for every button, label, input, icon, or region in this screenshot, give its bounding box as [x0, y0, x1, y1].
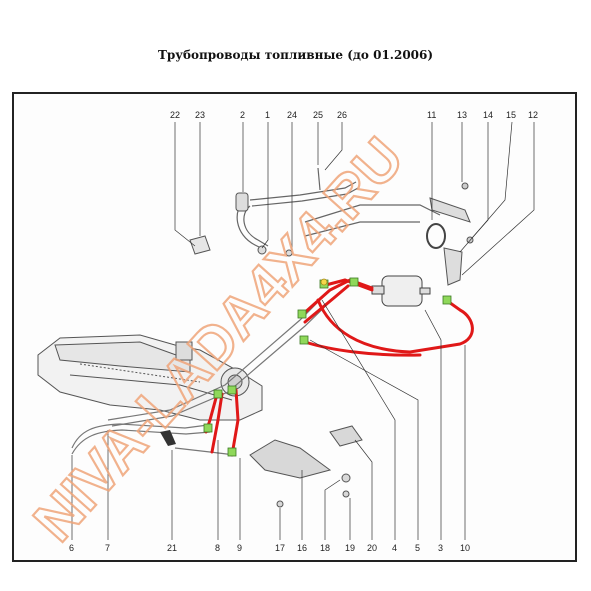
clamp-ring [426, 223, 446, 249]
callout-18: 18 [320, 543, 330, 553]
callout-2: 2 [240, 110, 245, 120]
bracket [429, 197, 471, 223]
callout-21: 21 [167, 543, 177, 553]
callouts-bottom: 6 7 21 8 9 17 16 18 19 20 4 5 3 10 [69, 543, 470, 553]
diagram-frame [12, 92, 577, 562]
fuel-filter [371, 275, 431, 307]
callout-1: 1 [265, 110, 270, 120]
callout-25: 25 [313, 110, 323, 120]
callout-5: 5 [415, 543, 420, 553]
callout-17: 17 [275, 543, 285, 553]
filter-clamp [160, 430, 176, 446]
filter-bracket [443, 247, 463, 286]
callout-3: 3 [438, 543, 443, 553]
upper-lines [236, 167, 441, 251]
callout-6: 6 [69, 543, 74, 553]
fittings [203, 277, 452, 457]
nut [461, 182, 469, 190]
callout-26: 26 [337, 110, 347, 120]
callout-10: 10 [460, 543, 470, 553]
bracket [189, 235, 211, 255]
hose-clamp [235, 192, 249, 212]
callout-13: 13 [457, 110, 467, 120]
callout-14: 14 [483, 110, 493, 120]
callout-19: 19 [345, 543, 355, 553]
callout-7: 7 [105, 543, 110, 553]
callout-leaders [71, 121, 535, 540]
callout-4: 4 [392, 543, 397, 553]
callout-11: 11 [427, 110, 436, 120]
callouts-top: 22 23 2 1 24 25 26 11 13 14 15 12 [170, 110, 538, 120]
callout-15: 15 [506, 110, 516, 120]
callout-24: 24 [287, 110, 297, 120]
fuel-tank [37, 334, 263, 421]
washer [285, 249, 293, 257]
callout-12: 12 [528, 110, 538, 120]
callout-22: 22 [170, 110, 180, 120]
callout-8: 8 [215, 543, 220, 553]
fitting [257, 245, 267, 255]
callout-23: 23 [195, 110, 205, 120]
callout-20: 20 [367, 543, 377, 553]
page-title: Трубопроводы топливные (до 01.2006) [157, 48, 434, 62]
callout-9: 9 [237, 543, 242, 553]
lower-brackets [249, 425, 363, 508]
callout-16: 16 [297, 543, 307, 553]
